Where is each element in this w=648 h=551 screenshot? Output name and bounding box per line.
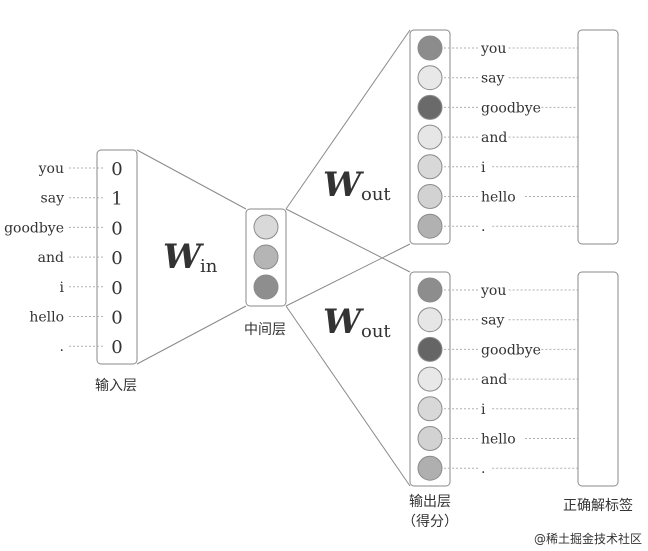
output-node xyxy=(417,277,443,303)
input-value: 0 xyxy=(111,337,122,358)
output-node xyxy=(417,307,443,333)
output-word: say xyxy=(481,71,505,87)
output-word: and xyxy=(481,130,507,146)
output-node xyxy=(417,184,443,209)
output-word: say xyxy=(481,313,505,329)
input-word: hello xyxy=(29,310,64,326)
middle-node xyxy=(253,274,279,300)
output-node xyxy=(417,336,443,362)
wout-label-bottom: W out xyxy=(323,302,391,342)
output-word: hello xyxy=(481,432,516,448)
input-row: and 0 xyxy=(38,248,123,269)
label-box-top xyxy=(577,29,619,245)
svg-text:W: W xyxy=(323,165,364,205)
output-layer-caption: 输出层 xyxy=(409,494,451,510)
middle-node xyxy=(253,244,279,270)
output-word: i xyxy=(481,160,486,176)
output-node xyxy=(417,35,443,61)
output-word: goodbye xyxy=(481,342,541,358)
input-word: say xyxy=(41,191,65,207)
win-connector xyxy=(136,149,247,365)
output-word: . xyxy=(481,461,485,477)
input-row: you 0 xyxy=(38,159,123,180)
watermark: @稀土掘金技术社区 xyxy=(534,531,642,546)
middle-layer-caption: 中间层 xyxy=(244,322,286,338)
input-value: 0 xyxy=(111,248,122,269)
output-rows-bottom: you0say0goodbye1and0i0hello0.0 xyxy=(417,277,604,481)
output-row: i0 xyxy=(417,396,604,422)
input-row: goodbye 0 xyxy=(4,218,123,239)
output-word: goodbye xyxy=(481,100,541,116)
output-node xyxy=(417,396,443,422)
input-word: . xyxy=(60,339,64,355)
input-value: 0 xyxy=(111,159,122,180)
middle-node xyxy=(253,214,279,240)
output-node xyxy=(417,94,443,120)
input-value: 0 xyxy=(111,218,122,239)
output-node xyxy=(417,213,443,239)
input-word: goodbye xyxy=(4,220,64,236)
wout-label-top: W out xyxy=(323,165,391,205)
output-word: hello xyxy=(481,190,516,206)
wout-connectors xyxy=(285,29,411,487)
svg-text:out: out xyxy=(361,184,391,205)
output-word: you xyxy=(480,41,506,57)
output-node xyxy=(417,154,443,180)
output-row: say0 xyxy=(417,307,604,333)
input-word: you xyxy=(38,161,64,177)
output-word: i xyxy=(481,402,486,418)
svg-text:W: W xyxy=(163,237,204,277)
svg-text:in: in xyxy=(200,256,218,277)
input-value: 0 xyxy=(111,278,122,299)
input-row: hello 0 xyxy=(29,308,122,329)
input-row: .0 xyxy=(60,337,123,358)
input-layer-caption: 输入层 xyxy=(95,378,137,394)
output-word: you xyxy=(480,283,506,299)
output-layer-caption-sub: （得分） xyxy=(402,513,458,530)
output-word: and xyxy=(481,372,507,388)
input-row: say 1 xyxy=(41,189,123,210)
svg-text:W: W xyxy=(323,302,364,342)
input-value: 0 xyxy=(111,308,122,329)
output-node xyxy=(417,124,443,150)
label-box-bottom xyxy=(577,271,619,487)
middle-layer-nodes xyxy=(253,214,279,300)
input-word: i xyxy=(60,280,65,296)
output-node xyxy=(417,455,443,481)
output-word: . xyxy=(481,219,485,235)
svg-text:out: out xyxy=(361,321,391,342)
input-value: 1 xyxy=(111,189,122,210)
output-node xyxy=(417,366,443,392)
labels-caption: 正确解标签 xyxy=(563,497,633,514)
win-label: W in xyxy=(163,237,218,277)
output-node xyxy=(417,426,443,451)
output-node xyxy=(417,65,443,91)
input-word: and xyxy=(38,250,64,266)
